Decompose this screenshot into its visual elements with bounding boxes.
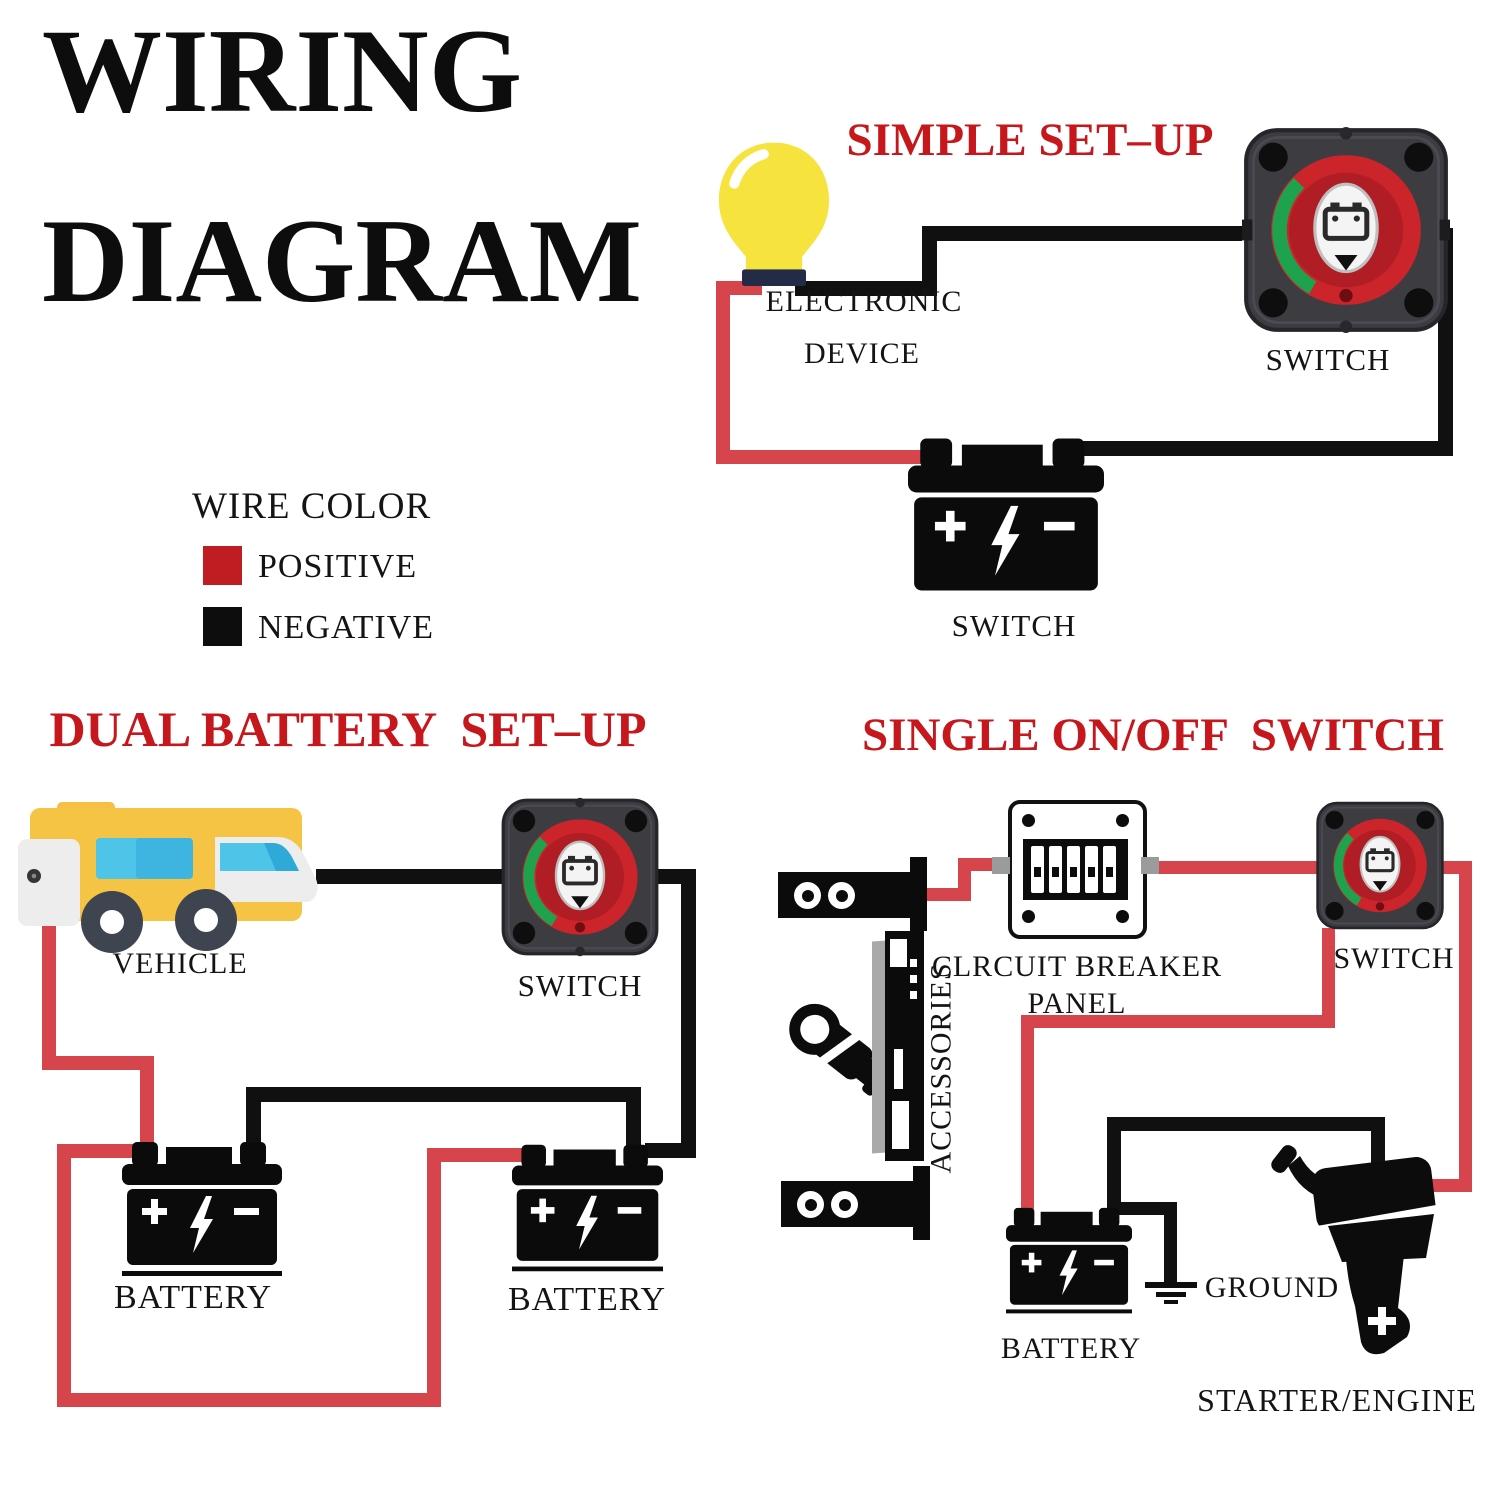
breaker-toggle — [1088, 867, 1095, 877]
wire-positive-segment — [1021, 1015, 1335, 1028]
breaker-toggle — [1106, 867, 1113, 877]
stereo-slot — [910, 991, 917, 999]
ground-label: GROUND — [1204, 1271, 1340, 1304]
panel-screw — [1116, 814, 1129, 827]
wire-negative-segment — [1107, 1117, 1385, 1131]
wire-negative-segment — [246, 1087, 261, 1150]
panel-screw — [1022, 910, 1035, 923]
wire-positive-segment — [42, 916, 56, 1070]
accessory-bar-icon — [778, 857, 928, 931]
heading-dual-battery: DUAL BATTERY SET–UP — [49, 701, 647, 757]
page-title-line1: WIRING — [42, 4, 523, 137]
legend-heading: WIRE COLOR — [192, 486, 432, 527]
heading-single-switch: SINGLE ON/OFF SWITCH — [862, 709, 1444, 761]
stereo-slot — [894, 1049, 903, 1089]
wire-positive-segment — [57, 1144, 71, 1407]
wire-positive-segment — [716, 281, 730, 464]
breaker-toggle — [1034, 867, 1041, 877]
battery-icon — [512, 1144, 663, 1272]
battery2-label: BATTERY — [507, 1281, 667, 1318]
accessory-light — [794, 882, 821, 909]
stereo-slot — [910, 959, 917, 967]
switch-label-simple: SWITCH — [1265, 342, 1391, 377]
panel-screw — [1022, 814, 1035, 827]
switch-label-single: SWITCH — [1333, 942, 1455, 975]
breaker-toggle — [1052, 867, 1059, 877]
wire-negative-segment — [626, 1087, 641, 1148]
wire-positive-segment — [1459, 861, 1472, 1192]
switch-label-dual: SWITCH — [517, 968, 643, 1003]
panel-terminal-stub — [1141, 857, 1159, 874]
wire-negative-segment — [645, 1143, 696, 1158]
battery-switch-icon — [1242, 127, 1450, 333]
wire-negative-segment — [795, 281, 937, 296]
accessory-bar-cap — [910, 857, 927, 931]
wire-positive-segment — [716, 450, 934, 464]
battery-icon — [1006, 1207, 1132, 1314]
bulb-icon — [718, 142, 830, 286]
vehicle-icon — [18, 802, 318, 953]
breaker-panel-icon — [1008, 800, 1147, 939]
wire-negative-segment — [316, 869, 506, 884]
accessory-bar-cap — [913, 1166, 930, 1240]
battery-icon — [908, 438, 1104, 591]
electronic-device-label-line2: DEVICE — [804, 337, 920, 370]
panel-screw — [1116, 910, 1129, 923]
battery1-label: BATTERY — [113, 1279, 273, 1316]
stereo-slot — [910, 975, 917, 983]
heading-simple-setup: SIMPLE SET–UP — [846, 114, 1214, 166]
wire-positive-segment — [1322, 928, 1335, 1028]
accessory-light — [831, 1191, 858, 1218]
panel-terminal-stub — [992, 857, 1010, 874]
electronic-device-label-line1: ELECTRONIC — [765, 285, 963, 318]
stereo-slot — [890, 939, 907, 967]
wire-negative-segment — [922, 226, 937, 296]
accessories-label: ACCESSORIES — [924, 962, 958, 1174]
breaker-toggle — [1070, 867, 1077, 877]
ground-icon — [1145, 1282, 1197, 1288]
negative-color-swatch — [203, 607, 242, 646]
stereo-icon — [870, 931, 926, 1163]
outboard-motor-icon — [1271, 1145, 1440, 1355]
wire-positive-segment — [57, 1144, 149, 1158]
positive-color-swatch — [203, 546, 242, 585]
wire-negative-segment — [1078, 441, 1453, 456]
wire-negative-segment — [1107, 1117, 1121, 1211]
wire-positive-segment — [140, 1056, 154, 1148]
wire-negative-segment — [246, 1087, 641, 1102]
wire-positive-segment — [1143, 861, 1319, 874]
wire-negative-segment — [1164, 1202, 1177, 1282]
wire-negative-segment — [1114, 1202, 1176, 1215]
battery-icon — [122, 1142, 282, 1276]
legend-label-negative: NEGATIVE — [258, 609, 435, 646]
battery-switch-icon — [1316, 801, 1444, 930]
accessory-bar-icon — [781, 1166, 931, 1240]
wire-positive-segment — [427, 1148, 441, 1407]
page-title-line2: DIAGRAM — [42, 194, 642, 327]
breaker-panel-label-line1: CLRCUIT BREAKER — [931, 950, 1223, 983]
breaker-row — [1023, 839, 1128, 900]
wire-positive-segment — [427, 1148, 533, 1162]
wire-negative-segment — [922, 226, 1242, 241]
wire-positive-segment — [57, 1393, 441, 1407]
ground-icon — [1156, 1292, 1186, 1297]
starter-engine-label: STARTER/ENGINE — [1197, 1382, 1477, 1418]
accessory-light — [797, 1191, 824, 1218]
wire-negative-segment — [681, 869, 696, 1158]
wire-positive-segment — [42, 1056, 154, 1070]
battery3-label: BATTERY — [1000, 1332, 1142, 1365]
battery-label-simple: SWITCH — [951, 608, 1077, 643]
wire-positive-segment — [1021, 1015, 1034, 1211]
legend-label-positive: POSITIVE — [258, 548, 418, 585]
accessory-light — [828, 882, 855, 909]
battery-switch-icon — [501, 797, 659, 957]
vehicle-label: VEHICLE — [112, 947, 248, 980]
stereo-slot — [892, 1101, 909, 1149]
ground-icon — [1164, 1300, 1178, 1304]
stereo-shadow — [872, 940, 886, 1154]
breaker-panel-label-line2: PANEL — [1027, 987, 1127, 1020]
